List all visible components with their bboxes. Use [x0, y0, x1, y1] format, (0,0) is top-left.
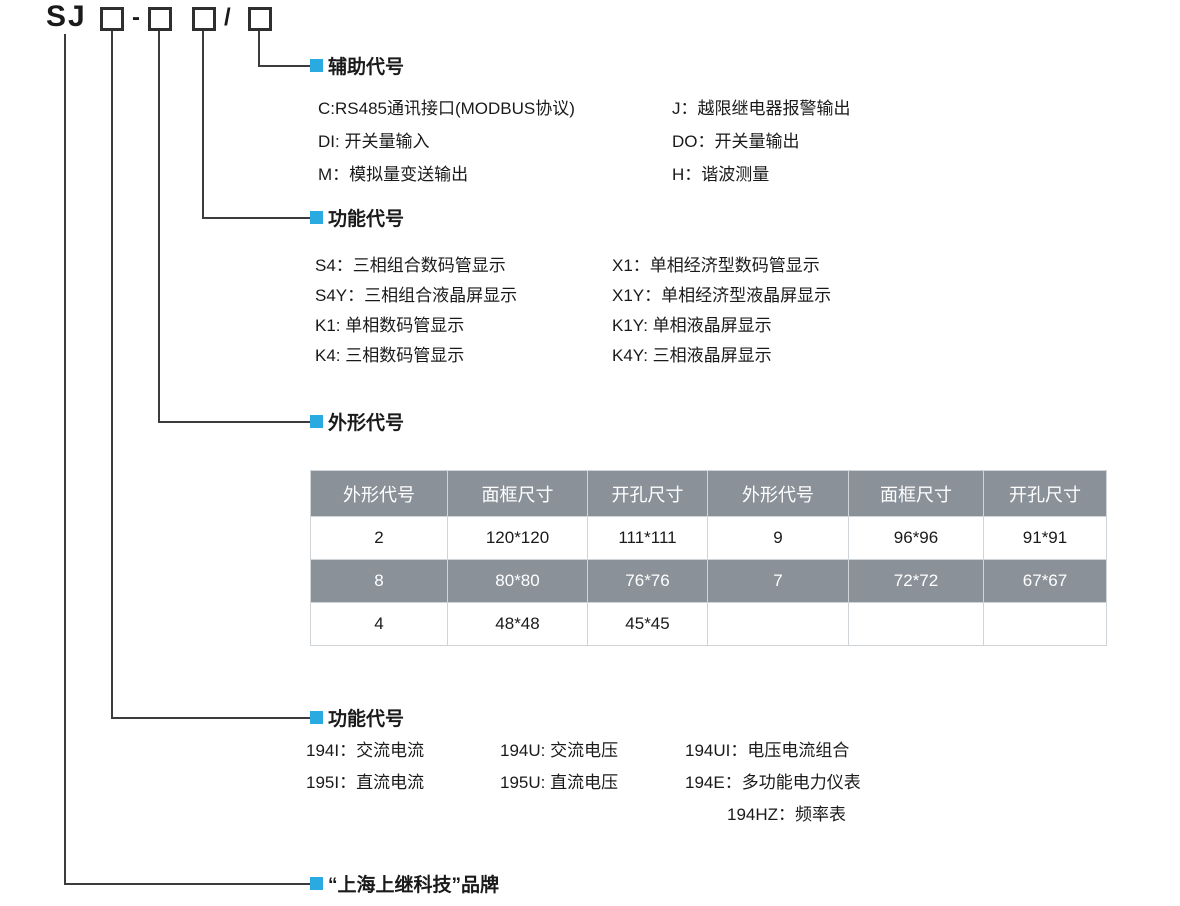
code-definition: M：模拟量变送输出: [318, 165, 469, 184]
table-row: 2 120*120 111*111 9 96*96 91*91: [310, 516, 1107, 560]
connector-line-display: [202, 31, 204, 219]
model-box-display: [192, 7, 216, 31]
section-bullet-icon: [310, 211, 323, 224]
code-definition: J：越限继电器报警输出: [672, 99, 851, 118]
table-cell: 9: [707, 516, 849, 560]
connector-line-function: [111, 717, 310, 719]
model-box-shape: [148, 7, 172, 31]
model-box-function: [100, 7, 124, 31]
code-definition: 194HZ：频率表: [727, 804, 847, 824]
connector-line-display: [202, 217, 310, 219]
code-definition: H：谐波测量: [672, 165, 770, 184]
code-definition: K4Y: 三相液晶屏显示: [612, 345, 772, 365]
code-definition: X1：单相经济型数码管显示: [612, 255, 820, 275]
table-header-cell: 外形代号: [707, 470, 849, 517]
brand-label: “上海上继科技”品牌: [328, 875, 500, 896]
connector-line-function: [111, 31, 113, 719]
table-header-cell: 开孔尺寸: [983, 470, 1107, 517]
code-definition: X1Y：单相经济型液晶屏显示: [612, 285, 832, 305]
slash-separator: /: [224, 4, 231, 31]
code-definition-row: 194I：交流电流 194U: 交流电压 194UI：电压电流组合: [306, 732, 861, 764]
table-cell: 45*45: [587, 602, 708, 646]
code-definition: K1Y: 单相液晶屏显示: [612, 315, 772, 335]
table-cell: 76*76: [587, 559, 708, 603]
table-cell: 96*96: [848, 516, 984, 560]
code-definition-row: 194HZ：频率表: [306, 796, 861, 828]
table-row: 8 80*80 76*76 7 72*72 67*67: [310, 559, 1107, 603]
table-cell: 4: [310, 602, 448, 646]
section-bullet-icon: [310, 877, 323, 890]
code-definition-row: DI: 开关量输入 DO：开关量输出: [318, 123, 851, 156]
connector-line-auxiliary: [258, 65, 310, 67]
table-row: 4 48*48 45*45: [310, 602, 1107, 646]
table-cell: 80*80: [447, 559, 588, 603]
dash-separator: -: [132, 4, 140, 31]
table-header-cell: 面框尺寸: [848, 470, 984, 517]
table-cell: 48*48: [447, 602, 588, 646]
table-cell: 8: [310, 559, 448, 603]
table-cell: 91*91: [983, 516, 1107, 560]
table-cell: 120*120: [447, 516, 588, 560]
function-code-list: 194I：交流电流 194U: 交流电压 194UI：电压电流组合 195I：直…: [306, 732, 861, 828]
code-definition-row: S4：三相组合数码管显示 X1：单相经济型数码管显示: [315, 248, 831, 278]
section-title-function-code: 功能代号: [328, 709, 405, 730]
code-definition: S4：三相组合数码管显示: [315, 255, 506, 275]
code-definition: K4: 三相数码管显示: [315, 345, 465, 365]
section-title-display-code: 功能代号: [328, 209, 405, 230]
table-header-row: 外形代号 面框尺寸 开孔尺寸 外形代号 面框尺寸 开孔尺寸: [310, 470, 1107, 517]
table-cell: 67*67: [983, 559, 1107, 603]
connector-line-brand: [64, 883, 310, 885]
code-definition: DO：开关量输出: [672, 132, 800, 151]
code-definition: DI: 开关量输入: [318, 132, 430, 151]
connector-line-shape: [158, 421, 310, 423]
section-title-shape-code: 外形代号: [328, 413, 405, 434]
section-bullet-icon: [310, 415, 323, 428]
table-cell: 72*72: [848, 559, 984, 603]
code-definition: 194UI：电压电流组合: [685, 740, 850, 760]
table-cell: [707, 602, 849, 646]
shape-table: 外形代号 面框尺寸 开孔尺寸 外形代号 面框尺寸 开孔尺寸 2 120*120 …: [310, 470, 1107, 646]
display-code-list: S4：三相组合数码管显示 X1：单相经济型数码管显示 S4Y：三相组合液晶屏显示…: [315, 248, 831, 368]
table-header-cell: 面框尺寸: [447, 470, 588, 517]
code-definition: 195U: 直流电压: [500, 772, 619, 792]
code-definition-row: C:RS485通讯接口(MODBUS协议) J：越限继电器报警输出: [318, 90, 851, 123]
table-cell: 7: [707, 559, 849, 603]
code-definition-row: 195I：直流电流 195U: 直流电压 194E：多功能电力仪表: [306, 764, 861, 796]
code-definition: C:RS485通讯接口(MODBUS协议): [318, 99, 575, 118]
table-cell: 111*111: [587, 516, 708, 560]
code-definition-row: M：模拟量变送输出 H：谐波测量: [318, 156, 851, 189]
code-definition: 194U: 交流电压: [500, 740, 619, 760]
code-definition: S4Y：三相组合液晶屏显示: [315, 285, 518, 305]
code-definition-row: S4Y：三相组合液晶屏显示 X1Y：单相经济型液晶屏显示: [315, 278, 831, 308]
code-definition: 194E：多功能电力仪表: [685, 772, 861, 792]
code-definition-row: K4: 三相数码管显示 K4Y: 三相液晶屏显示: [315, 338, 831, 368]
code-definition-row: K1: 单相数码管显示 K1Y: 单相液晶屏显示: [315, 308, 831, 338]
auxiliary-code-list: C:RS485通讯接口(MODBUS协议) J：越限继电器报警输出 DI: 开关…: [318, 90, 851, 189]
connector-line-auxiliary: [258, 31, 260, 67]
code-definition: K1: 单相数码管显示: [315, 315, 465, 335]
code-definition: 194I：交流电流: [306, 740, 425, 760]
section-bullet-icon: [310, 711, 323, 724]
model-prefix: SJ: [46, 0, 87, 33]
table-cell: [848, 602, 984, 646]
table-header-cell: 外形代号: [310, 470, 448, 517]
model-box-auxiliary: [248, 7, 272, 31]
section-bullet-icon: [310, 59, 323, 72]
code-definition: 195I：直流电流: [306, 772, 425, 792]
connector-line-brand: [64, 34, 66, 885]
table-cell: [983, 602, 1107, 646]
table-cell: 2: [310, 516, 448, 560]
section-title-auxiliary-code: 辅助代号: [328, 57, 405, 78]
table-header-cell: 开孔尺寸: [587, 470, 708, 517]
connector-line-shape: [158, 31, 160, 423]
